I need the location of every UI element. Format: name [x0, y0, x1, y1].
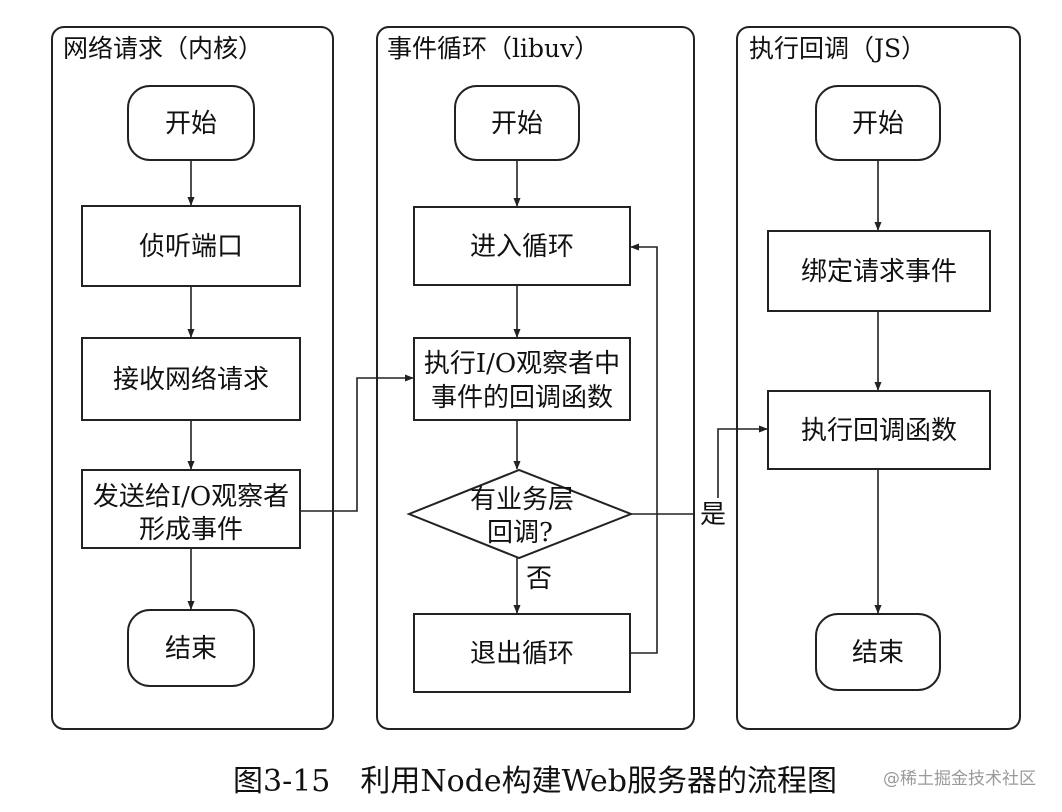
arrow-exit-back-to-enter [630, 243, 658, 654]
enter-loop-node [413, 206, 631, 286]
decision-yes-label: 是 [700, 500, 726, 530]
execute-callback-node [767, 390, 991, 470]
yes-label-background [695, 498, 729, 530]
lane-event-loop-title: 事件循环（libuv） [387, 34, 599, 63]
receive-request-node [81, 337, 301, 421]
network-end-label: 结束 [165, 634, 217, 664]
decision-no-label: 否 [526, 564, 552, 594]
exit-loop-label: 退出循环 [470, 639, 574, 669]
decision-label-2: 回调? [487, 518, 553, 548]
exit-loop-node [413, 613, 631, 693]
decision-label-1: 有业务层 [470, 485, 574, 515]
network-start-label: 开始 [165, 109, 217, 139]
execute-callback-label: 执行回调函数 [801, 416, 957, 446]
lane-network: 网络请求（内核） 开始 侦听端口 接收网络请求 发送给I/O观察者 形成事件 结… [51, 26, 334, 730]
execute-callbacks-label-2: 事件的回调函数 [431, 383, 613, 413]
send-to-observer-label-1: 发送给I/O观察者 [93, 482, 289, 512]
js-end-node [815, 613, 941, 691]
send-to-observer-node [81, 469, 301, 549]
arrow-decision-yes-to-js-execute [631, 425, 768, 515]
lane-network-title: 网络请求（内核） [63, 34, 263, 63]
execute-callbacks-label-1: 执行I/O观察者中 [424, 349, 620, 379]
lane-js-callback: 执行回调（JS） 开始 绑定请求事件 执行回调函数 结束 [736, 26, 1021, 730]
bind-request-event-label: 绑定请求事件 [801, 257, 957, 287]
lane-event-loop: 事件循环（libuv） 开始 进入循环 执行I/O观察者中 事件的回调函数 有业… [376, 26, 695, 730]
lane-js-callback-title: 执行回调（JS） [749, 34, 926, 63]
bind-request-event-node [767, 230, 991, 312]
execute-callbacks-node [413, 337, 631, 421]
js-start-label: 开始 [852, 109, 904, 139]
arrow-send-to-execute-callbacks [300, 374, 414, 512]
watermark: @稀土掘金技术社区 [883, 769, 1036, 789]
listen-port-label: 侦听端口 [139, 232, 243, 262]
network-end-node [127, 609, 255, 687]
loop-start-label: 开始 [491, 109, 543, 139]
send-to-observer-label-2: 形成事件 [139, 515, 243, 545]
figure-caption: 图3-15 利用Node构建Web服务器的流程图 [233, 764, 837, 799]
js-end-label: 结束 [852, 638, 904, 668]
receive-request-label: 接收网络请求 [113, 365, 269, 395]
enter-loop-label: 进入循环 [470, 232, 574, 262]
